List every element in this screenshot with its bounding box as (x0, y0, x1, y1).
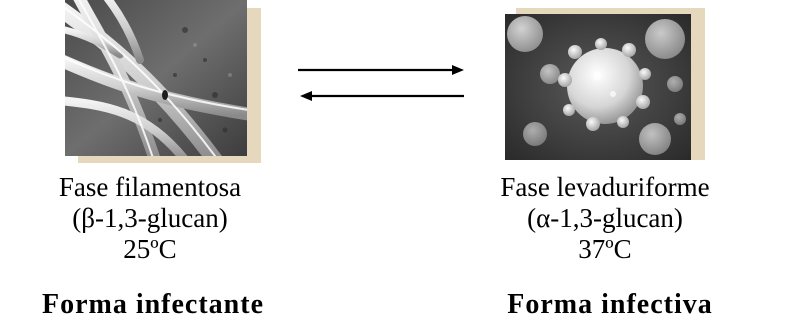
right-temperature: 37ºC (578, 234, 632, 264)
left-form-label: Forma infectante (41, 289, 265, 320)
left-phase-name: Fase filamentosa (58, 172, 242, 202)
filamentous-hyphae-image (65, 0, 247, 156)
reversible-arrows-icon (292, 58, 472, 113)
yeast-cell-image (505, 14, 691, 160)
right-form-label: Forma infectiva (507, 289, 713, 320)
left-glucan-type: (β-1,3-glucan) (72, 203, 228, 233)
left-temperature: 25ºC (123, 234, 177, 264)
right-phase-name: Fase levaduriforme (500, 172, 710, 202)
right-glucan-type: (α-1,3-glucan) (527, 203, 683, 233)
